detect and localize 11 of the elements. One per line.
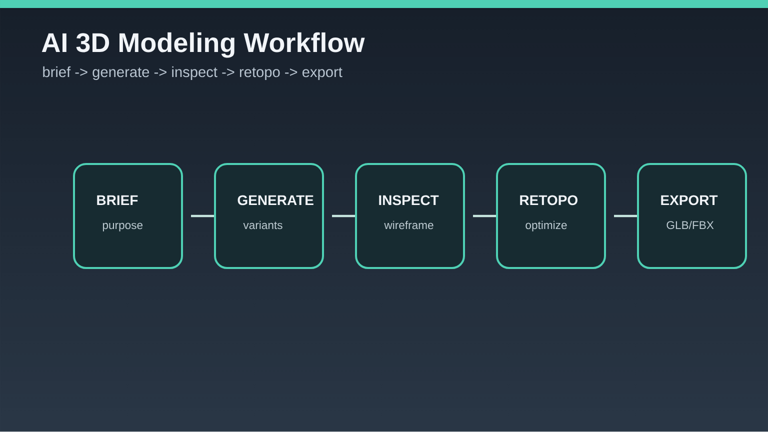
process-box: EXPORT GLB/FBX xyxy=(637,163,747,269)
process-box: RETOPO optimize xyxy=(496,163,606,269)
process-box: BRIEF purpose xyxy=(73,163,183,269)
connector-line xyxy=(191,214,214,218)
process-box: INSPECT wireframe xyxy=(355,163,465,269)
connector-line xyxy=(332,214,355,218)
connector-line xyxy=(473,214,496,218)
subtitle: brief -> generate -> inspect -> retopo -> export xyxy=(43,66,342,80)
title: AI 3D Modeling Workflow xyxy=(42,32,365,58)
process-box: GENERATE variants xyxy=(214,163,324,269)
connector-line xyxy=(614,214,637,218)
